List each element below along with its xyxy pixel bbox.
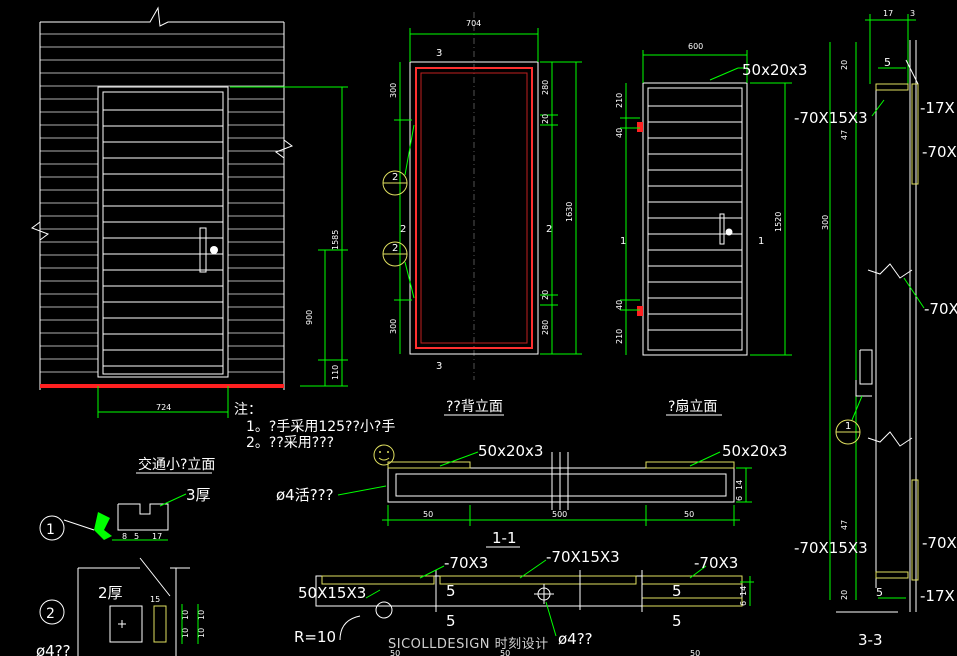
callout-50x15x3: 50X15X3	[298, 584, 366, 602]
detail-marker-1: 1	[46, 522, 55, 538]
callout-5-s2-b: 5	[672, 582, 682, 600]
detail-bubble-1: 1	[845, 421, 851, 432]
title-small-elevation: 交通小?立面	[138, 456, 215, 473]
dim-704: 704	[466, 19, 481, 28]
dim-724: 724	[156, 403, 171, 412]
dim-900: 900	[305, 310, 314, 325]
callout-17x-top: -17X	[920, 99, 955, 117]
door-leaf-elevation: 600 1520 210 40 40 210 1 1 50x20x3	[615, 42, 807, 356]
callout-70x3-b: -70X3	[694, 554, 738, 572]
callout-50x20x3-left: 50x20x3	[478, 442, 543, 460]
dim-6-s1: 6	[735, 496, 744, 501]
dim-50-s1-right: 50	[684, 510, 694, 519]
callout-50x20x3-right: 50x20x3	[722, 442, 787, 460]
dim-1585: 1585	[331, 230, 340, 250]
callout-5-s3-bottom: 5	[876, 586, 883, 599]
callout-70x-c: -70X	[922, 534, 957, 552]
dim-210-bottom: 210	[615, 329, 624, 344]
section-mark-2-right: 2	[546, 224, 552, 235]
callout-5-s3-top: 5	[884, 56, 891, 69]
dim-5: 5	[134, 532, 139, 541]
dim-40-bottom: 40	[615, 300, 624, 310]
dim-47-s3-top: 47	[840, 130, 849, 140]
dim-50-s2-c: 50	[690, 649, 700, 656]
section-1-1: 50 500 50 14 6 50x20x3 50x20x3 ø4活??? 1-…	[276, 442, 787, 548]
detail-bubble-2b: 2	[392, 243, 398, 254]
callout-17x-bottom: -17X	[920, 587, 955, 605]
section-mark-1-left: 1	[620, 236, 626, 247]
dim-300-s3: 300	[821, 215, 830, 230]
callout-2-thick: 2厚	[98, 584, 123, 602]
section-mark-2-left: 2	[400, 224, 406, 235]
dim-50-s2-b: 50	[500, 649, 510, 656]
frame-back-elevation: 704 300 300 280 20 20 280 1630 3 3 2 2 2…	[382, 12, 582, 380]
dim-20-s3-top: 20	[840, 60, 849, 70]
callout-phi4-detail: ø4??	[36, 642, 71, 656]
dim-110: 110	[331, 365, 340, 380]
dim-47-s3-bottom: 47	[840, 520, 849, 530]
dim-500: 500	[552, 510, 567, 519]
title-frame-back-elevation: ??背立面	[446, 399, 503, 415]
dim-210-top: 210	[615, 93, 624, 108]
notes: 注： 1。?手采用125??小?手 2。??采用???	[234, 402, 395, 451]
section-3-3: 17 3 20 47 300 47 20 5 5 -70X15X3 -17X -…	[794, 9, 957, 649]
detail-marker-2: 2	[46, 606, 55, 622]
dim-10-a: 10	[181, 610, 190, 620]
callout-5-s2-c: 5	[446, 612, 456, 630]
section-mark-3-bottom: 3	[436, 361, 442, 372]
dim-14-s2: 14	[739, 586, 748, 596]
callout-70x-b: -70X	[924, 300, 957, 318]
callout-70x3-a: -70X3	[444, 554, 488, 572]
dim-6-s2: 6	[739, 601, 748, 606]
dim-300-top: 300	[389, 83, 398, 98]
dim-1520: 1520	[774, 212, 783, 232]
title-door-leaf-elevation: ?扇立面	[668, 399, 717, 415]
dim-17-detail: 17	[152, 532, 162, 541]
section-mark-3-top: 3	[436, 48, 442, 59]
title-section-3-3: 3-3	[858, 631, 883, 649]
dim-280-top: 280	[541, 80, 550, 95]
title-section-1-1: 1-1	[492, 529, 517, 547]
hinge-details: 1 3厚 8 5 17 2 2厚 ø4?? 15 10 10 10 10	[36, 486, 211, 656]
dim-40-top: 40	[615, 128, 624, 138]
notes-line-1: 1。?手采用125??小?手	[246, 419, 395, 435]
dim-280-bottom: 280	[541, 320, 550, 335]
dim-300-bottom: 300	[389, 319, 398, 334]
dim-50-s1-left: 50	[423, 510, 433, 519]
notes-heading: 注：	[234, 402, 262, 418]
dim-20-s3-bottom: 20	[840, 590, 849, 600]
dim-20-bottom: 20	[541, 290, 550, 300]
dim-10-d: 10	[197, 628, 206, 638]
callout-5-s2-a: 5	[446, 582, 456, 600]
callout-50x20x3-top: 50x20x3	[742, 61, 807, 79]
watermark: SICOLLDESIGN 时刻设计	[388, 637, 549, 652]
detail-bubble-2a: 2	[392, 172, 398, 183]
dim-14-s1: 14	[735, 480, 744, 490]
callout-phi4-hinge: ø4活???	[276, 486, 334, 504]
dim-8: 8	[122, 532, 127, 541]
callout-phi4-center: ø4??	[558, 630, 593, 648]
callout-70x15x3-bottom: -70X15X3	[794, 539, 868, 557]
callout-3-thick: 3厚	[186, 486, 211, 504]
dim-600: 600	[688, 42, 703, 51]
callout-5-s2-d: 5	[672, 612, 682, 630]
dim-20-top: 20	[541, 114, 550, 124]
dim-1630: 1630	[565, 202, 574, 222]
notes-line-2: 2。??采用???	[246, 435, 334, 451]
wall-elevation: 724 1585 900 110	[30, 6, 348, 418]
dim-17: 17	[883, 9, 893, 18]
callout-70x15x3-c: -70X15X3	[546, 548, 620, 566]
dim-15: 15	[150, 595, 160, 604]
callout-r10: R=10	[294, 628, 336, 646]
dim-50-s2-a: 50	[390, 649, 400, 656]
section-mark-1-right: 1	[758, 236, 764, 247]
callout-70x-a: -70X	[922, 143, 957, 161]
section-2-detail: 14 6 -70X3 -70X15X3 -70X3 50X15X3 R=10 ø…	[294, 548, 754, 656]
callout-70x15x3: -70X15X3	[794, 109, 868, 127]
dim-3: 3	[910, 9, 915, 18]
dim-10-c: 10	[197, 610, 206, 620]
dim-10-b: 10	[181, 628, 190, 638]
